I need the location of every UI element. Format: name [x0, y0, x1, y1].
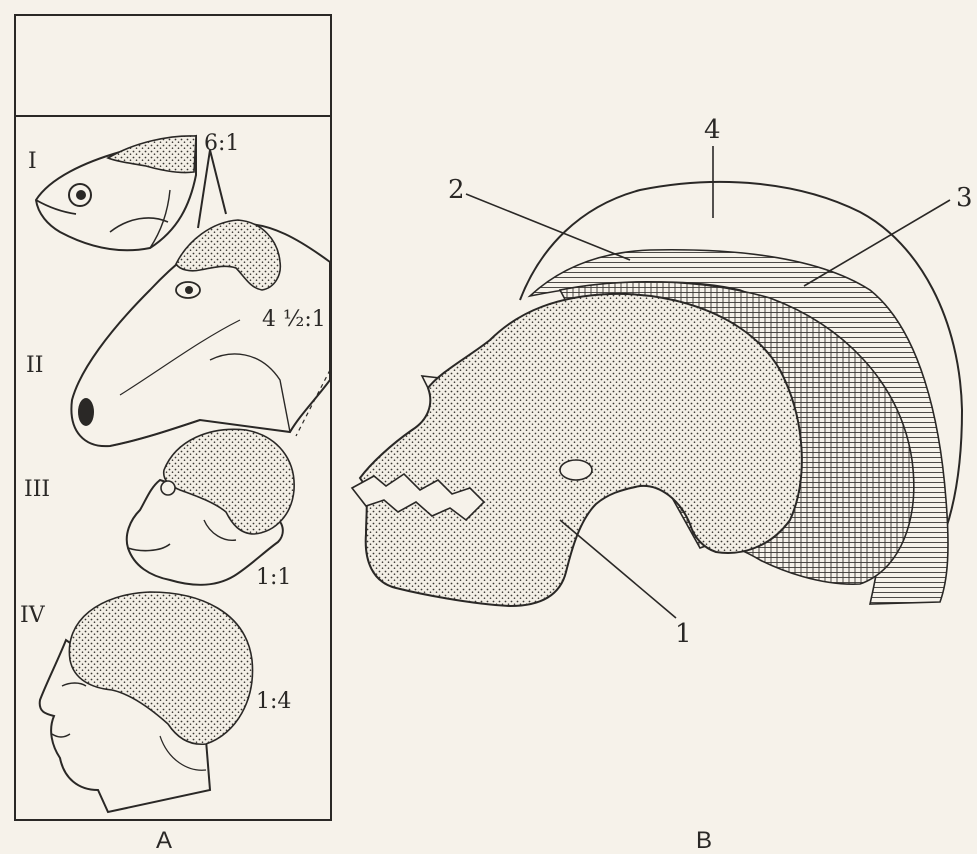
panel-b-label: B — [696, 827, 712, 854]
row-ratio-4: 1:4 — [256, 689, 291, 714]
region-1-stippled — [360, 294, 802, 606]
panel-a: I II III IV 6:1 4 ½:1 1:1 1:4 A — [15, 15, 331, 854]
leader-1 — [560, 520, 676, 618]
human-head — [40, 592, 253, 812]
row-numeral-2: II — [26, 353, 43, 378]
skull-opening — [560, 460, 592, 480]
leader-3 — [804, 200, 950, 286]
callout-3: 3 — [956, 183, 973, 213]
row-numeral-1: I — [28, 149, 37, 174]
callout-1: 1 — [675, 619, 692, 649]
row-ratio-1: 6:1 — [204, 131, 239, 156]
panel-a-label: A — [156, 827, 172, 854]
row-ratio-2: 4 ½:1 — [262, 307, 326, 332]
panel-b: 1 2 3 4 B — [352, 115, 973, 854]
callout-4: 4 — [704, 115, 721, 145]
row-numeral-4: IV — [20, 603, 46, 628]
row-numeral-3: III — [24, 477, 50, 502]
ape-head — [127, 429, 294, 584]
fish-head — [36, 136, 196, 250]
row-ratio-3: 1:1 — [256, 565, 291, 590]
callout-2: 2 — [448, 175, 465, 205]
